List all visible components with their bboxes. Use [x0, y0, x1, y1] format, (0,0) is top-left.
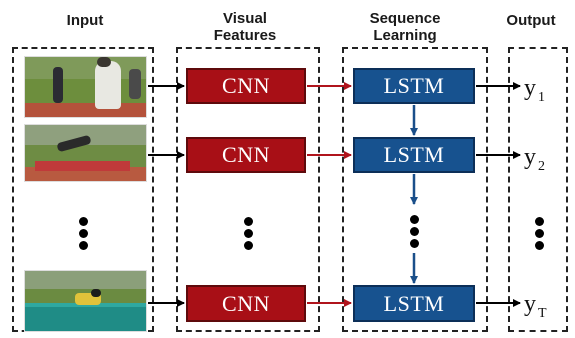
output-symbol: y [524, 75, 536, 101]
output-subscript: T [538, 306, 547, 321]
cnn-box-2: CNN [186, 137, 306, 173]
athlete-figure [53, 67, 63, 103]
visual-features-column-title: Visual Features [213, 10, 277, 44]
output-column-title: Output [506, 12, 556, 29]
ellipsis-dots-features [244, 217, 254, 253]
input-frame-2 [24, 124, 147, 182]
output-column [508, 47, 568, 332]
input-column-title: Input [66, 12, 104, 29]
input-frame-1 [24, 56, 147, 118]
output-symbol: y [524, 291, 536, 317]
input-frame-t [24, 270, 147, 332]
sequence-learning-column [342, 47, 488, 332]
cnn-box-t: CNN [186, 285, 306, 322]
visual-features-column [176, 47, 320, 332]
lstm-box-t: LSTM [353, 285, 475, 322]
lstm-box-1: LSTM [353, 68, 475, 104]
sequence-learning-column-title: Sequence Learning [369, 10, 441, 44]
ellipsis-dots-sequence [410, 215, 420, 251]
official-figure [95, 61, 121, 109]
output-subscript: 2 [538, 159, 545, 174]
ellipsis-dots-input [79, 217, 89, 253]
output-symbol: y [524, 144, 536, 170]
cnn-box-1: CNN [186, 68, 306, 104]
lstm-box-2: LSTM [353, 137, 475, 173]
output-subscript: 1 [538, 90, 545, 105]
ellipsis-dots-output [535, 217, 545, 253]
